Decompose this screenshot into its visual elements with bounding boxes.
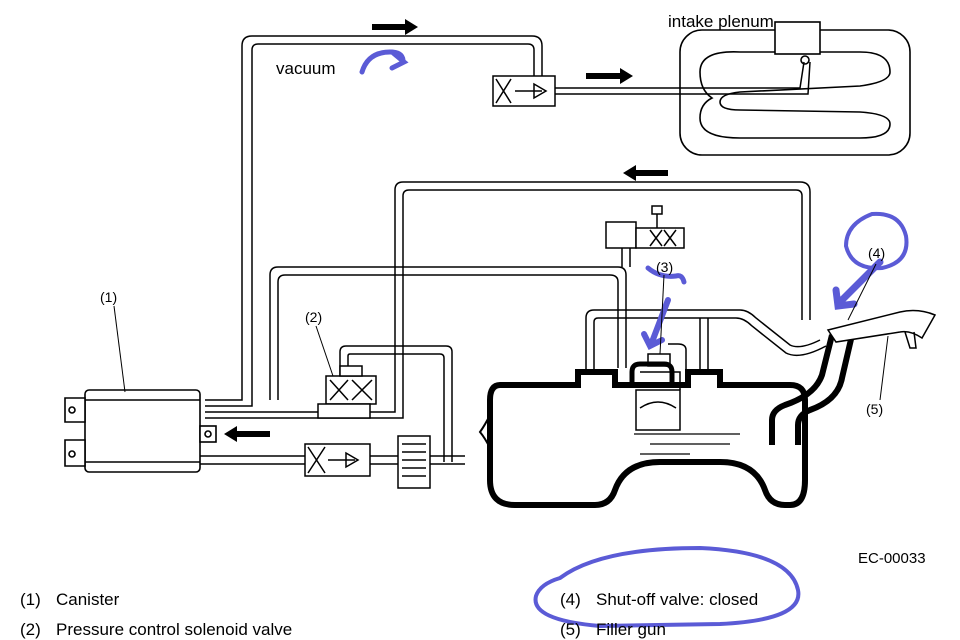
purge-line: [205, 35, 811, 407]
arrow-left-icon: [623, 165, 668, 181]
fuel-tank: [478, 369, 808, 508]
legend-item-canister: (1) Canister: [20, 590, 119, 610]
legend-item-pressure-control: (2)Pressure control solenoid valve: [20, 620, 292, 640]
vacuum-label: vacuum: [276, 59, 336, 78]
callout-5: (5): [866, 401, 883, 417]
callout-2: (2): [305, 309, 322, 325]
legend-item-filler-gun: (5)Filler gun: [560, 620, 666, 640]
intake-plenum: [679, 21, 911, 156]
legend-4-highlight: [533, 545, 801, 629]
legend-text: Shut-off valve: closed: [596, 590, 759, 609]
shut-off-highlight-circle: [843, 211, 909, 271]
legend-number: (2): [20, 620, 41, 639]
legend-number: (5): [560, 620, 581, 639]
figure-code: EC-00033: [858, 550, 926, 567]
drain-valve: [304, 443, 371, 477]
drain-line: [200, 455, 465, 465]
solenoid-valve-3: [605, 205, 685, 267]
leader-lines: [113, 263, 889, 401]
float-valve: [635, 371, 681, 431]
arrow-right-icon: [372, 19, 418, 35]
tank-vent-pipes: [585, 309, 827, 372]
valve-3-curl-icon: [645, 265, 687, 285]
arrow-left-icon: [224, 426, 270, 442]
pressure-control-solenoid-valve: [317, 365, 377, 419]
vent-return-line: [205, 181, 811, 419]
legend-text: Canister: [56, 590, 120, 609]
callout-4: (4): [868, 245, 885, 261]
pressure-control-line: [269, 266, 627, 462]
callout-1: (1): [100, 289, 117, 305]
vacuum-arrow-icon: [359, 49, 409, 75]
drain-filter: [397, 435, 431, 489]
intake-plenum-label: intake plenum: [668, 12, 774, 31]
shut-off-valve-element: [629, 353, 675, 388]
legend-number: (1): [20, 590, 41, 609]
canister: [64, 389, 217, 473]
valve-3-pointer-icon: [641, 297, 671, 351]
legend-number: (4): [560, 590, 581, 609]
arrow-right-icon: [586, 68, 633, 84]
legend-item-shut-off-valve: (4) Shut-off valve: closed: [560, 590, 758, 610]
filler-neck: [769, 334, 855, 445]
purge-solenoid-valve: [492, 75, 556, 107]
filler-gun: [826, 309, 937, 349]
callout-3: (3): [656, 259, 673, 275]
